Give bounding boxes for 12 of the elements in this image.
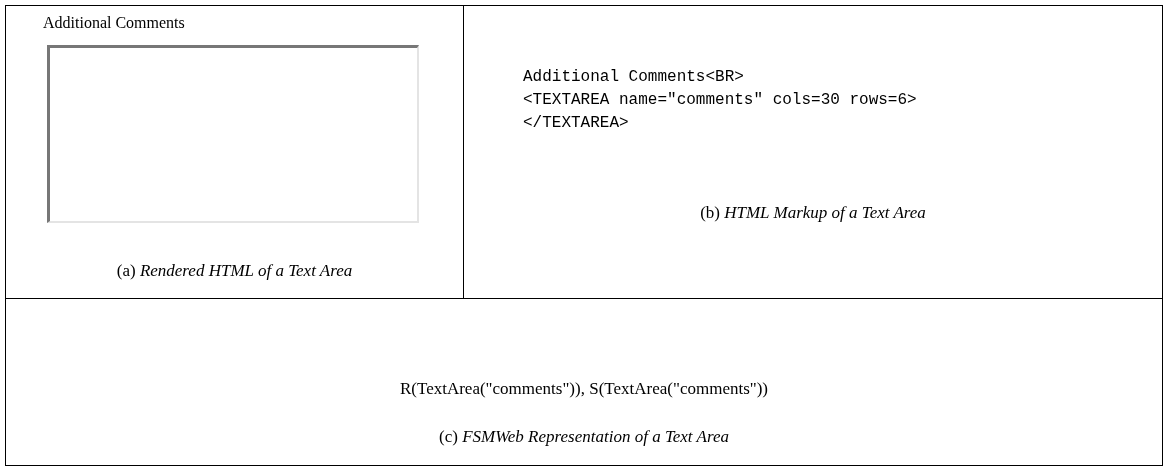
table-cell bbox=[5, 5, 464, 299]
code-line: <TEXTAREA name="comments" cols=30 rows=6> bbox=[523, 91, 917, 109]
text-area-field bbox=[47, 45, 419, 223]
formula: R(TextArea("comments")), S(TextArea("comments")) bbox=[398, 379, 770, 399]
code-line: </TEXTAREA> bbox=[523, 114, 629, 132]
figure-caption: (a) Rendered HTML of a Text Area bbox=[115, 261, 354, 281]
code-line: Additional Comments<BR> bbox=[523, 68, 744, 86]
figure-caption: (b) HTML Markup of a Text Area bbox=[699, 203, 927, 223]
table-cell bbox=[5, 298, 1163, 466]
field-label: Additional Comments bbox=[43, 14, 185, 32]
table-cell bbox=[463, 5, 1163, 299]
figure-caption: (c) FSMWeb Representation of a Text Area bbox=[438, 427, 730, 447]
